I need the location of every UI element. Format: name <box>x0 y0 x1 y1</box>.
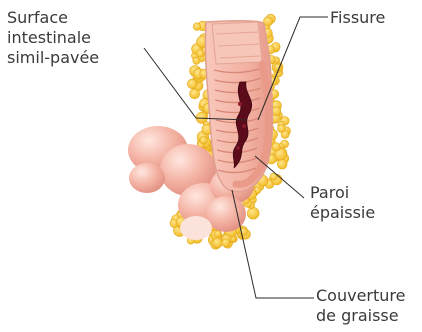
label-fissure-line-1: Fissure <box>330 8 385 28</box>
label-couverture: Couverture de graisse <box>316 286 405 326</box>
leader-line-couverture <box>232 190 314 298</box>
label-couverture-line-2: de graisse <box>316 306 405 326</box>
label-paroi-line-1: Paroi <box>310 183 375 203</box>
intestine-segment-highlight <box>180 216 212 240</box>
label-couverture-line-1: Couverture <box>316 286 405 306</box>
label-paroi-line-2: épaissie <box>310 203 375 223</box>
fat-globule <box>215 231 222 238</box>
fat-globule <box>247 207 259 219</box>
label-fissure: Fissure <box>330 8 385 28</box>
fat-globule <box>190 89 200 99</box>
label-surface-line-3: simil-pavée <box>7 48 99 68</box>
intestine-opening <box>212 22 262 64</box>
intestine-tube <box>205 21 272 192</box>
label-surface-line-2: intestinale <box>7 28 99 48</box>
label-surface: Surface intestinale simil-pavée <box>7 8 99 68</box>
fat-globule <box>278 125 286 133</box>
fat-globule <box>193 23 201 31</box>
fat-globule <box>222 239 230 247</box>
intestine-segment <box>129 163 165 193</box>
fat-globule <box>272 143 280 151</box>
fat-globule <box>213 238 223 248</box>
fat-globule <box>277 159 287 169</box>
label-paroi: Paroi épaissie <box>310 183 375 223</box>
fat-globule <box>193 57 200 64</box>
label-surface-line-1: Surface <box>7 8 99 28</box>
fat-globule <box>200 137 208 145</box>
fat-globule <box>187 79 197 89</box>
